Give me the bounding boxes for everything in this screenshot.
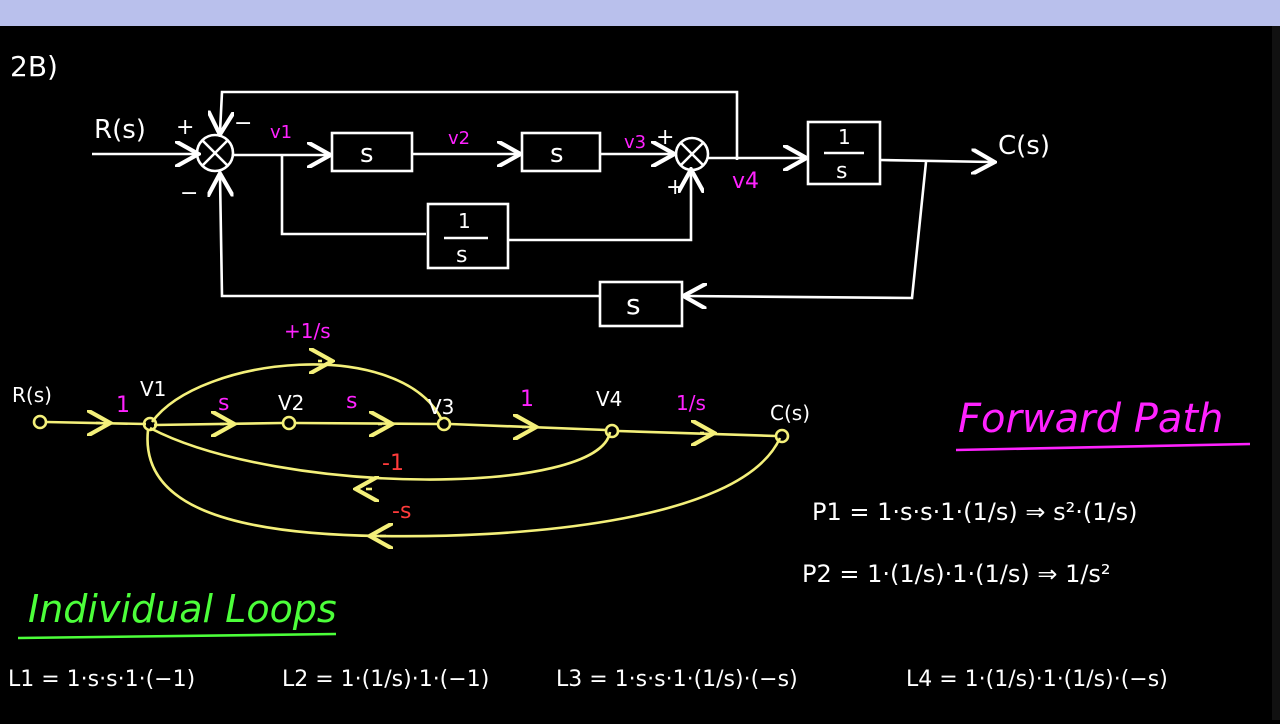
node-v4-label: V4 xyxy=(596,387,622,411)
sum1-top-minus: − xyxy=(234,111,252,136)
window-top-bar xyxy=(0,0,1280,26)
forward-path-underline xyxy=(955,442,1251,452)
output-label: C(s) xyxy=(998,131,1050,161)
forward-path-heading: Forward Path xyxy=(958,396,1223,442)
block-diagram-labels: R(s) C(s) + − − + + s s 1 s 1 s s xyxy=(94,111,1050,321)
path-p2: P2 = 1·(1/s)·1·(1/s) ⇒ 1/s² xyxy=(802,560,1111,588)
block-h1 xyxy=(598,280,684,328)
signal-v2: v2 xyxy=(448,128,470,149)
path-p1: P1 = 1·s·s·1·(1/s) ⇒ s²·(1/s) xyxy=(812,498,1137,526)
block-g2-label: s xyxy=(550,139,564,169)
loop-l3: L3 = 1·s·s·1·(1/s)·(−s) xyxy=(556,667,798,692)
sum2-plus-bottom: + xyxy=(666,175,684,200)
node-v3-label: V3 xyxy=(428,395,454,419)
gain-v3-v4: 1 xyxy=(520,387,534,412)
blackboard-canvas: 2B) R(s) C(s) xyxy=(8,50,1251,692)
signal-v3: v3 xyxy=(624,132,646,153)
individual-loops-underline xyxy=(17,632,337,640)
loop-l1: L1 = 1·s·s·1·(−1) xyxy=(8,667,195,692)
gain-v4-c: 1/s xyxy=(676,391,706,415)
node-r xyxy=(32,414,48,430)
block-g1 xyxy=(330,131,414,173)
sfg-loop-gains: -1 -s xyxy=(382,451,411,524)
input-label: R(s) xyxy=(94,115,146,145)
node-v1 xyxy=(142,416,158,432)
sfg-gain-labels: 1 s s 1 1/s +1/s xyxy=(116,319,706,418)
scrollbar-track[interactable] xyxy=(1272,26,1280,720)
sum1-plus-sign: + xyxy=(176,115,194,140)
loop-l2: L2 = 1·(1/s)·1·(−1) xyxy=(282,667,489,692)
gain-loop-v4-v1: -1 xyxy=(382,451,404,476)
gain-v2-v3: s xyxy=(346,389,357,414)
block-h1-label: s xyxy=(626,288,641,321)
node-r-label: R(s) xyxy=(12,383,52,407)
signal-v4: v4 xyxy=(732,169,759,194)
blackboard: 2B) R(s) C(s) xyxy=(0,26,1272,720)
gain-r-v1: 1 xyxy=(116,393,130,418)
sfg-node-labels: R(s) V1 V2 V3 V4 C(s) xyxy=(12,377,810,425)
node-v2 xyxy=(281,415,297,431)
block-g1-label: s xyxy=(360,139,374,169)
node-v3 xyxy=(436,416,452,432)
block-g4-num: 1 xyxy=(838,125,851,149)
node-v4 xyxy=(604,423,620,439)
signal-labels: v1 v2 v3 v4 xyxy=(270,122,759,194)
node-v2-label: V2 xyxy=(278,391,304,415)
block-g3-den: s xyxy=(456,243,467,268)
loop-l4: L4 = 1·(1/s)·1·(1/s)·(−s) xyxy=(906,667,1168,692)
loop-equations: L1 = 1·s·s·1·(−1) L2 = 1·(1/s)·1·(−1) L3… xyxy=(8,667,1168,692)
sum1-bottom-minus: − xyxy=(180,181,198,206)
node-c xyxy=(774,428,790,444)
block-g2 xyxy=(520,131,602,173)
signal-flow-graph xyxy=(32,361,790,536)
block-diagram xyxy=(92,90,992,328)
block-g3-num: 1 xyxy=(458,209,471,233)
gain-v1-v2: s xyxy=(218,391,229,416)
gain-skip: +1/s xyxy=(284,319,331,343)
block-g3 xyxy=(426,202,510,270)
gain-loop-c-v1: -s xyxy=(392,499,411,524)
node-v1-label: V1 xyxy=(140,377,166,401)
problem-number: 2B) xyxy=(10,50,58,83)
block-g4-den: s xyxy=(836,159,847,184)
sum2-plus-left: + xyxy=(656,125,674,150)
signal-v1: v1 xyxy=(270,122,292,143)
node-c-label: C(s) xyxy=(770,401,810,425)
individual-loops-heading: Individual Loops xyxy=(28,587,337,631)
block-g4 xyxy=(806,120,882,186)
